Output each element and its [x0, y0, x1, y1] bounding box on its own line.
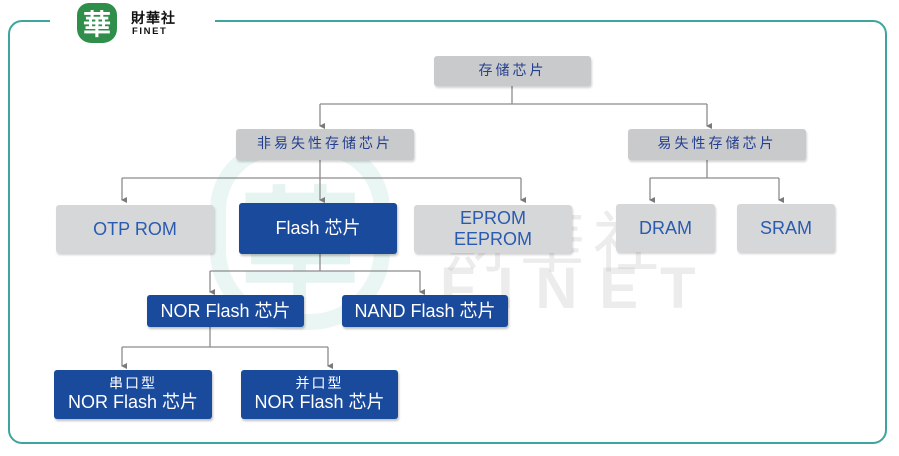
- node-eprom-line1: EPROM: [459, 208, 526, 229]
- connector-root-split: [320, 86, 707, 105]
- node-serial-line2: NOR Flash 芯片: [67, 392, 199, 413]
- node-sram: SRAM: [737, 204, 835, 252]
- logo-seal-char: 華: [82, 8, 111, 41]
- logo-name-cn: 財華社: [131, 11, 176, 27]
- node-otp-rom: OTP ROM: [56, 205, 214, 253]
- node-dram: DRAM: [616, 204, 715, 252]
- node-eprom-line2: EEPROM: [453, 229, 532, 249]
- node-parallel-line1: 并口型: [295, 376, 344, 393]
- node-parallel-line2: NOR Flash 芯片: [254, 392, 385, 413]
- node-nor-flash: NOR Flash 芯片: [147, 295, 304, 327]
- node-serial-nor-flash: 串口型 NOR Flash 芯片: [54, 370, 212, 419]
- connector-nor-split: [122, 327, 328, 348]
- connector-flash-split: [210, 254, 420, 272]
- node-eprom: EPROM EEPROM: [414, 205, 572, 253]
- node-nonvolatile: 非易失性存储芯片: [236, 129, 414, 160]
- node-flash: Flash 芯片: [239, 203, 397, 254]
- logo-name-en: FINET: [132, 26, 168, 37]
- content-frame: [8, 20, 887, 444]
- node-volatile: 易失性存储芯片: [628, 129, 806, 160]
- node-serial-line1: 串口型: [109, 376, 157, 393]
- logo-seal-icon: 華: [77, 3, 117, 43]
- node-storage-chip: 存储芯片: [434, 56, 591, 86]
- node-parallel-nor-flash: 并口型 NOR Flash 芯片: [241, 370, 398, 419]
- connector-nonvolatile-split: [122, 160, 521, 179]
- connector-volatile-split: [650, 160, 779, 179]
- node-nand-flash: NAND Flash 芯片: [342, 295, 508, 327]
